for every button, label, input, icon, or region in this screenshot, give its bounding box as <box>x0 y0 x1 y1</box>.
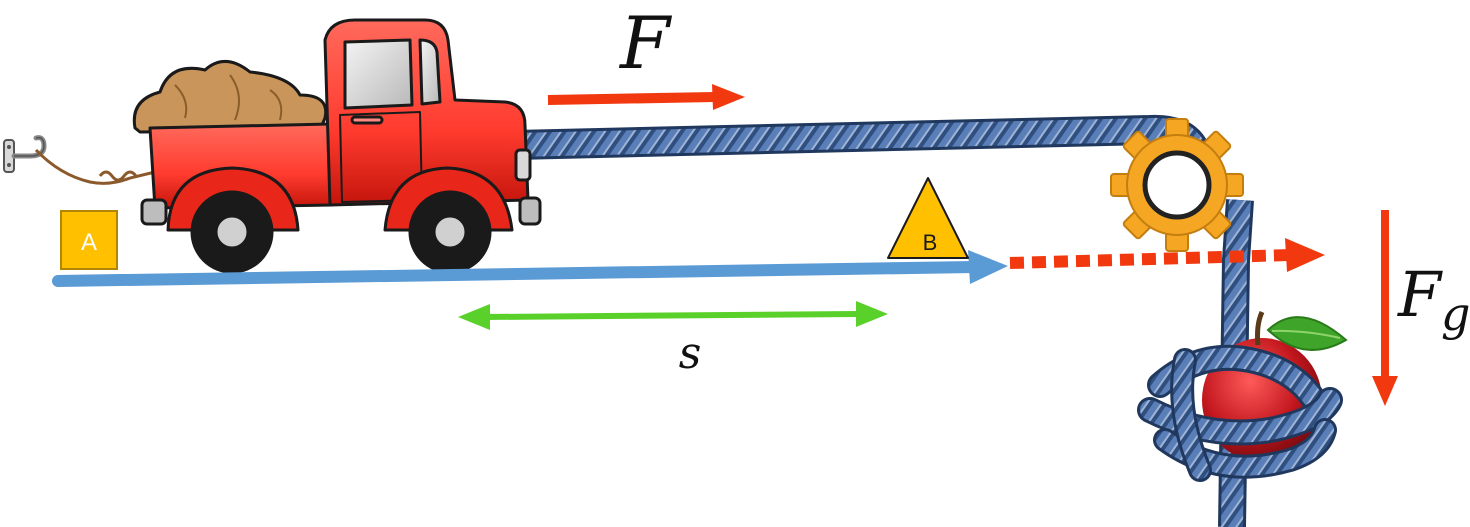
tie-cord-knot <box>98 170 138 182</box>
gravity-force-label: Fg <box>1397 258 1470 341</box>
point-b-marker: B <box>887 177 969 259</box>
wall-hook-icon <box>3 135 47 173</box>
point-a-marker: A <box>60 210 118 270</box>
point-a-label: A <box>81 229 97 256</box>
pulley-gear-icon <box>1110 118 1244 252</box>
tie-cord <box>34 148 156 185</box>
leaf-icon <box>1266 316 1348 351</box>
force-label: F <box>618 1 673 85</box>
wheel-rear <box>190 190 274 274</box>
point-b-label: B <box>923 230 938 255</box>
continuation-arrow <box>1009 238 1325 272</box>
dirt-load <box>132 60 328 134</box>
rope-texture <box>503 117 1207 162</box>
truck-icon <box>132 18 542 274</box>
displacement-arrow <box>458 301 888 330</box>
gravity-force-label-main: F <box>1397 258 1443 331</box>
gravity-arrow <box>1372 210 1398 406</box>
ground-arrow <box>52 250 1008 287</box>
rope-knot <box>1137 344 1343 482</box>
wheel-front <box>408 190 492 274</box>
force-arrow <box>547 84 745 110</box>
displacement-label: s <box>679 328 702 379</box>
gravity-force-label-sub: g <box>1441 287 1470 341</box>
